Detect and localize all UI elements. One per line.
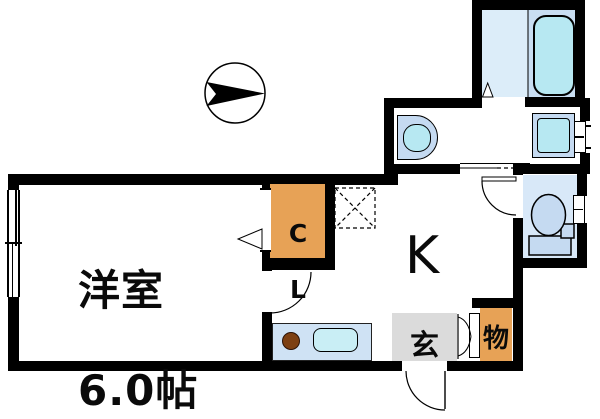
kitchen-sink [313, 328, 358, 352]
wall-closet-right [325, 184, 335, 270]
wall-washroom-right-a [580, 98, 590, 121]
entrance-door-arc [405, 370, 446, 411]
storage-label: 物 [482, 324, 509, 354]
kitchen-label: K [404, 226, 440, 286]
wall-mid-c [262, 313, 272, 361]
wall-left-lower [8, 297, 19, 371]
wall-left-upper [8, 174, 19, 190]
closet-area [270, 184, 325, 258]
wall-kitchen-right [513, 258, 523, 371]
closet-folding-door-icon [236, 228, 263, 250]
toilet-floor [523, 175, 577, 258]
closet-label-line2: L [290, 275, 306, 304]
washing-machine-inner [537, 118, 570, 153]
entrance-door-opening [402, 361, 447, 371]
range-hood-diagonal [334, 187, 376, 229]
entrance-area [392, 313, 457, 361]
wall-bottom-right [447, 361, 523, 371]
wall-top [8, 174, 398, 185]
wall-bathroom-bottom-a [472, 97, 482, 107]
window-west [5, 190, 22, 297]
wall-toilet-left-a [513, 164, 523, 175]
toilet-door-leaf [481, 176, 517, 182]
wall-washroom-bottom-a [384, 164, 460, 174]
closet-door [260, 188, 271, 252]
wall-toilet-bottom [513, 258, 587, 268]
compass-circle [204, 62, 266, 124]
closet-label-line1: C [288, 219, 308, 248]
toilet-door-arc [481, 180, 517, 216]
window-pane-line [11, 242, 13, 297]
western-room-size: 6.0帖 [78, 366, 199, 415]
wall-mid-a [262, 174, 272, 188]
window-pane-line [15, 190, 17, 246]
window-tick [585, 147, 591, 149]
range-hood-diagonal [334, 187, 376, 229]
window-tick [585, 125, 591, 127]
wall-washroom-top [384, 98, 482, 108]
wall-washroom-left [384, 98, 394, 176]
wall-washroom-right-b [580, 153, 590, 174]
western-room-name: 洋室 [78, 266, 165, 315]
wash-basin-bowl [403, 124, 431, 152]
window-center-tick [5, 242, 22, 244]
window-divider [574, 208, 583, 210]
range-hood-dashed-box [334, 187, 376, 229]
wall-toilet-right-b [577, 223, 587, 268]
storage-area [480, 308, 512, 361]
window-divider [575, 136, 584, 138]
wall-toilet-left-b [513, 218, 523, 268]
toilet-door-opening [513, 175, 523, 218]
window-toilet [573, 195, 585, 224]
room-door-opening [262, 270, 272, 313]
wall-washroom-bottom-b [523, 164, 590, 174]
wall-bottom-left [8, 361, 402, 371]
wall-bathroom-bottom-b [525, 97, 585, 107]
western-room-label: 洋室 6.0帖 [78, 216, 208, 419]
storage-door [469, 313, 480, 358]
wall-toilet-right-a [577, 164, 587, 196]
bathtub [533, 15, 575, 96]
wall-bathroom-right [575, 0, 585, 107]
north-arrow-icon [206, 82, 265, 106]
closet-label: C L [284, 192, 312, 332]
wall-bathroom-top [472, 0, 585, 10]
wall-storage-top [472, 298, 523, 308]
wall-closet-bottom [262, 258, 335, 270]
bathroom-door-opening [482, 97, 525, 107]
wall-bathroom-left [472, 0, 482, 107]
window-washroom [574, 121, 586, 153]
entrance-label: 玄 [409, 328, 439, 362]
